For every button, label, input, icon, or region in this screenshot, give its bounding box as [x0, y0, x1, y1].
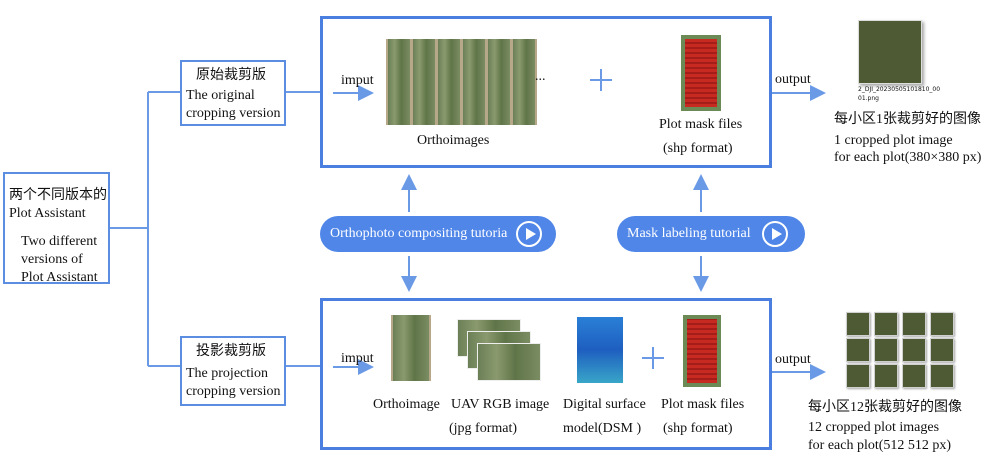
left-box-zh: 两个不同版本的	[9, 188, 107, 203]
dsm-label-1: Digital surface	[563, 397, 646, 412]
projection-en-2: cropping version	[186, 384, 281, 399]
dsm-label-2: model(DSM )	[563, 421, 642, 436]
bottom-output-en-1: 12 cropped plot images	[808, 420, 940, 435]
left-box-en-2: versions of	[21, 252, 83, 267]
original-en-1: The original	[186, 88, 255, 103]
play-icon	[516, 221, 542, 247]
top-output-label: output	[775, 72, 811, 87]
plot-assistant-versions-box: 两个不同版本的 Plot Assistant Two different ver…	[3, 172, 110, 285]
mask-tutorial-label: Mask labeling tutorial	[627, 226, 751, 241]
plot-mask-image-bottom	[683, 315, 721, 387]
orthoimage-label: Orthoimage	[373, 397, 440, 412]
top-output-zh: 每小区1张裁剪好的图像	[834, 112, 981, 127]
orthophoto-tutorial-button[interactable]: Orthophoto compositing tutoria	[320, 216, 556, 252]
bottom-mask-files-label: Plot mask files	[661, 397, 745, 412]
orthoimage-thumbnail	[391, 315, 431, 381]
projection-en-1: The projection	[186, 366, 269, 381]
left-box-en-1: Two different	[21, 234, 98, 249]
bottom-output-label: output	[775, 352, 811, 367]
original-version-box: 原始裁剪版 The original cropping version	[180, 60, 286, 126]
output-filename-1: 2_DJI_20230505101810_00	[858, 86, 941, 93]
top-mask-format-label: (shp format)	[663, 141, 733, 156]
original-zh: 原始裁剪版	[196, 68, 266, 83]
uav-format-label: (jpg format)	[449, 421, 518, 436]
top-output-en-1: 1 cropped plot image	[834, 133, 953, 148]
bottom-output-zh: 每小区12张裁剪好的图像	[808, 400, 962, 415]
projection-version-box: 投影裁剪版 The projection cropping version	[180, 336, 286, 406]
original-en-2: cropping version	[186, 106, 281, 121]
play-icon	[762, 221, 788, 247]
uav-label: UAV RGB image	[451, 397, 550, 412]
left-box-en-3: Plot Assistant	[21, 270, 98, 285]
projection-workflow-panel: imput Orthoimage UAV RGB image (jpg form…	[320, 298, 772, 450]
dsm-image	[577, 317, 623, 383]
output-filename-2: 01.png	[858, 95, 879, 102]
orthoimages-label: Orthoimages	[417, 133, 490, 148]
projection-zh: 投影裁剪版	[196, 344, 266, 359]
plot-mask-image-top	[681, 35, 721, 111]
top-output-en-2: for each plot(380×380 px)	[834, 150, 982, 165]
orthophoto-tutorial-label: Orthophoto compositing tutoria	[330, 226, 508, 241]
top-ellipsis: ...	[535, 69, 546, 84]
mask-labeling-tutorial-button[interactable]: Mask labeling tutorial	[617, 216, 805, 252]
left-box-en: Plot Assistant	[9, 206, 86, 221]
top-input-label: imput	[341, 73, 374, 88]
cropped-plot-image-top	[858, 20, 922, 84]
bottom-mask-format-label: (shp format)	[663, 421, 733, 436]
top-mask-files-label: Plot mask files	[659, 117, 743, 132]
bottom-input-label: imput	[341, 351, 374, 366]
original-workflow-panel: imput ... Orthoimages Plot mask files (s…	[320, 16, 772, 168]
bottom-output-en-2: for each plot(512 512 px)	[808, 438, 952, 453]
